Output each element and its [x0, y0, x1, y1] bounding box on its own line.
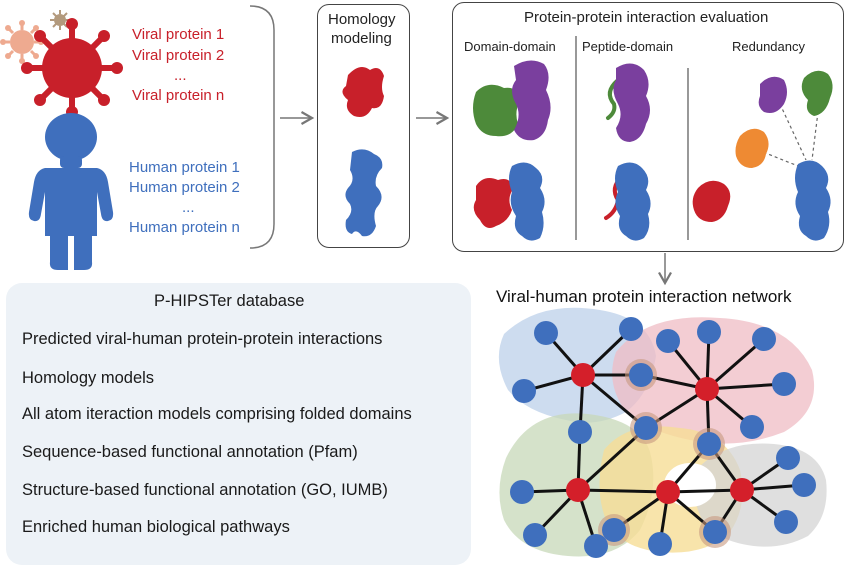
viral-protein-label: Viral protein 1 [132, 26, 225, 43]
hub-node [566, 478, 590, 502]
grouping-bracket [249, 5, 275, 249]
green-redundant [801, 70, 833, 116]
database-title: P-HIPSTer database [154, 292, 305, 310]
blue-target [795, 160, 831, 241]
network-node [776, 446, 800, 470]
database-item: Predicted viral-human protein-protein in… [22, 330, 383, 348]
human-nodes [510, 317, 816, 558]
database-item: All atom iteraction models comprising fo… [22, 405, 412, 423]
blue-domain-2 [615, 162, 651, 241]
viral-protein-label: Viral protein 2 [132, 47, 225, 64]
network-node [584, 534, 608, 558]
database-item: Enriched human biological pathways [22, 518, 290, 536]
human-protein-label: Human protein n [129, 219, 240, 236]
database-item: Homology models [22, 369, 155, 387]
network-node [703, 520, 727, 544]
network-node [697, 432, 721, 456]
network-node [774, 510, 798, 534]
viral-protein-model [342, 66, 384, 117]
network-node [634, 416, 658, 440]
purple-domain [512, 60, 551, 141]
network-node [740, 415, 764, 439]
virus-icon-small-tan [50, 10, 70, 30]
red-redundant [692, 180, 731, 222]
red-domain [473, 178, 514, 228]
human-protein-ellipsis: ... [182, 199, 195, 216]
human-figure-icon [28, 113, 114, 270]
hub-node [571, 363, 595, 387]
viral-protein-label: Viral protein n [132, 87, 225, 104]
network-node [619, 317, 643, 341]
database-item: Sequence-based functional annotation (Pf… [22, 443, 358, 461]
ppi-column-peptide-domain: Peptide-domain [582, 39, 674, 54]
ppi-evaluation-box [452, 2, 844, 252]
network-node [772, 372, 796, 396]
network-node [602, 518, 626, 542]
homology-title-line1: Homology [328, 11, 396, 28]
human-protein-model [345, 149, 383, 237]
network-node [629, 363, 653, 387]
ppi-column-domain-domain: Domain-domain [464, 39, 556, 54]
network-node [523, 523, 547, 547]
network-node [752, 327, 776, 351]
green-peptide [606, 78, 620, 120]
virus-icon-small-pink [0, 20, 44, 64]
viral-protein-ellipsis: ... [174, 67, 187, 84]
network-node [534, 321, 558, 345]
database-panel [6, 283, 471, 565]
hub-node [695, 377, 719, 401]
blue-domain [509, 162, 545, 241]
human-protein-label: Human protein 1 [129, 159, 240, 176]
homology-title-line2: modeling [331, 30, 392, 47]
orange-redundant [735, 128, 769, 168]
purple-domain-2 [613, 63, 650, 142]
database-item: Structure-based functional annotation (G… [22, 481, 388, 499]
purple-redundant [758, 76, 787, 113]
green-domain [473, 84, 520, 137]
network-node [568, 420, 592, 444]
network-node [512, 379, 536, 403]
network-node [510, 480, 534, 504]
network-node [656, 329, 680, 353]
network-graph [498, 307, 827, 558]
homology-box [317, 4, 410, 248]
ppi-title: Protein-protein interaction evaluation [524, 9, 769, 26]
network-node [792, 473, 816, 497]
hub-node [656, 480, 680, 504]
human-protein-label: Human protein 2 [129, 179, 240, 196]
network-node [697, 320, 721, 344]
virus-icon [21, 18, 123, 118]
hub-node [730, 478, 754, 502]
viral-hub-nodes [566, 363, 754, 504]
ppi-column-redundancy: Redundancy [732, 39, 805, 54]
network-title: Viral-human protein interaction network [496, 287, 792, 306]
network-node [648, 532, 672, 556]
